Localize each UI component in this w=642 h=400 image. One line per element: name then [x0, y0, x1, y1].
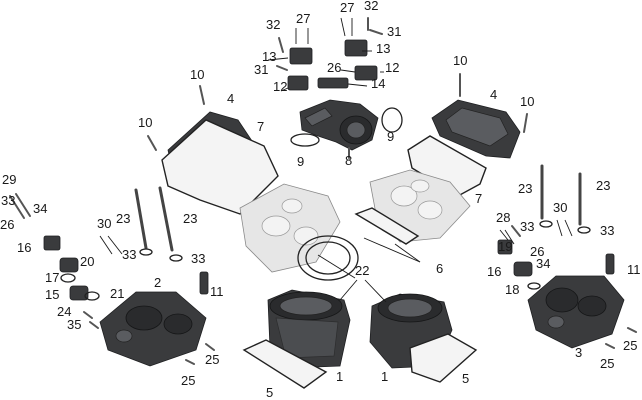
callout-c23c: 23 — [518, 181, 532, 196]
callout-c11b: 11 — [627, 262, 641, 277]
callout-c11a: 11 — [210, 284, 224, 299]
callout-c10b: 10 — [138, 115, 152, 130]
callout-c33e: 33 — [600, 223, 614, 238]
valve-cover-gasket-right — [407, 135, 487, 197]
head-gasket-right — [354, 207, 420, 245]
base-gasket-left — [242, 339, 328, 389]
callout-c28: 28 — [496, 210, 510, 225]
callout-c27b: 27 — [340, 0, 354, 15]
small-parts-right — [497, 220, 637, 349]
callout-c16b: 16 — [487, 264, 501, 279]
callout-c9a: 9 — [297, 154, 304, 169]
callout-c1b: 1 — [381, 369, 388, 384]
callout-c24: 24 — [57, 304, 71, 319]
valve-cover-right — [431, 99, 521, 159]
callout-c5a: 5 — [266, 385, 273, 400]
callout-c6: 6 — [436, 261, 443, 276]
callout-c3: 3 — [575, 345, 582, 360]
callout-c31a: 31 — [254, 62, 268, 77]
callout-c1a: 1 — [336, 369, 343, 384]
callout-c13b: 13 — [376, 41, 390, 56]
cylinder-head-lower-right — [527, 275, 625, 349]
callout-c34b: 34 — [536, 256, 550, 271]
o-rings-9 — [290, 107, 403, 147]
head-bolts — [134, 164, 582, 252]
callout-c5b: 5 — [462, 371, 469, 386]
cylinder-head-upper-left — [239, 183, 341, 273]
cylinder-left — [267, 289, 351, 369]
callout-c30a: 30 — [97, 216, 111, 231]
callout-c33c: 33 — [191, 251, 205, 266]
callout-c4a: 4 — [227, 91, 234, 106]
callout-c7b: 7 — [475, 191, 482, 206]
callout-c32b: 32 — [364, 0, 378, 13]
valve-cover-gasket-left — [161, 119, 279, 215]
callout-c18: 18 — [505, 282, 519, 297]
valve-cover-bolts — [147, 73, 528, 151]
callout-c25a: 25 — [205, 352, 219, 367]
callout-c34a: 34 — [33, 201, 47, 216]
head-gasket-left — [297, 235, 359, 281]
callout-c19: 19 — [498, 239, 512, 254]
callout-c15: 15 — [45, 287, 59, 302]
callout-c33a: 33 — [1, 193, 15, 208]
callout-c29: 29 — [2, 172, 16, 187]
callout-c25d: 25 — [600, 356, 614, 371]
callout-c9b: 9 — [387, 129, 394, 144]
callout-c27a: 27 — [296, 11, 310, 26]
leader-lines — [99, 17, 573, 303]
injector-parts — [276, 17, 383, 91]
callout-c21: 21 — [110, 286, 124, 301]
callout-c10a: 10 — [190, 67, 204, 82]
callout-c10d: 10 — [520, 94, 534, 109]
callout-c12a: 12 — [273, 79, 287, 94]
intake-manifold — [299, 99, 379, 151]
callout-c33d: 33 — [520, 219, 534, 234]
callout-c23a: 23 — [116, 211, 130, 226]
callout-c12b: 12 — [385, 60, 399, 75]
callout-c33b: 33 — [122, 247, 136, 262]
callout-c23b: 23 — [183, 211, 197, 226]
callout-c25c: 25 — [623, 338, 637, 353]
cylinder-head-lower-left — [99, 291, 207, 367]
callout-c32a: 32 — [266, 17, 280, 32]
callout-c4b: 4 — [490, 87, 497, 102]
callout-c26c: 26 — [530, 244, 544, 259]
callout-c17: 17 — [45, 270, 59, 285]
callout-c16a: 16 — [17, 240, 31, 255]
callout-c26a: 26 — [0, 217, 14, 232]
callout-c20: 20 — [80, 254, 94, 269]
callout-c8: 8 — [345, 153, 352, 168]
callout-c23d: 23 — [596, 178, 610, 193]
callout-c7a: 7 — [257, 119, 264, 134]
small-parts-left — [9, 193, 215, 365]
callout-c14: 14 — [371, 76, 385, 91]
base-gasket-right — [409, 333, 478, 383]
callout-c2: 2 — [154, 275, 161, 290]
callout-c10c: 10 — [453, 53, 467, 68]
callout-c30b: 30 — [553, 200, 567, 215]
callout-c25b: 25 — [181, 373, 195, 388]
callout-c13a: 13 — [262, 49, 276, 64]
callout-c31b: 31 — [387, 24, 401, 39]
callout-c22: 22 — [355, 263, 369, 278]
callout-c35: 35 — [67, 317, 81, 332]
callout-c26b: 26 — [327, 60, 341, 75]
